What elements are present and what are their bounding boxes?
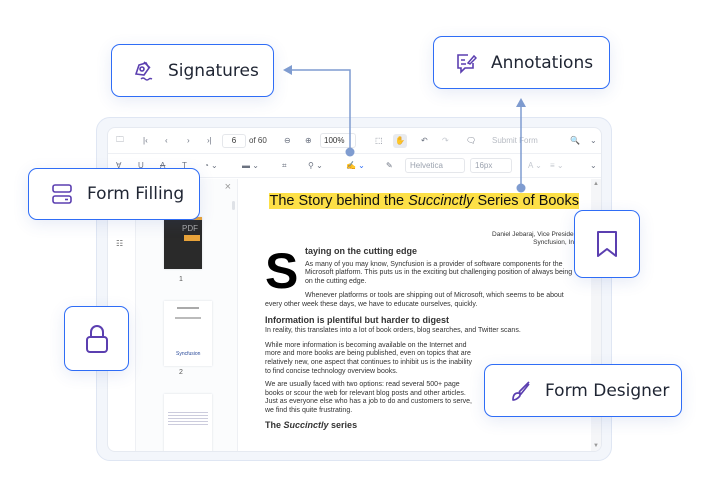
connector-dot [345,147,355,157]
brush-icon [512,380,530,401]
page-total: of 60 [249,136,267,145]
pen-nib-icon [134,60,153,81]
squiggly-icon[interactable]: T [182,161,187,170]
card-label: Form Filling [87,184,185,204]
primary-toolbar: 🗀 |‹ ‹ › ›| 6 of 60 ⊖ ⊕ 100% ⬚ ✋ ↶ ↷ 🗨 S… [108,128,601,154]
form-designer-card[interactable]: Form Designer [484,364,682,417]
heading-2: Information is plentiful but harder to d… [265,314,449,325]
last-page-icon[interactable]: ›| [207,136,212,145]
lock-icon [85,324,108,353]
signature-icon[interactable]: ✍ ⌄ [346,161,365,170]
first-page-icon[interactable]: |‹ [143,136,148,145]
textbox-icon[interactable]: ▬ ⌄ [242,161,259,170]
paragraph: We are usually faced with two options: r… [265,381,473,414]
font-family-select[interactable]: Helvetica [405,158,465,173]
zoom-value: 100% [324,136,345,145]
prev-page-icon[interactable]: ‹ [165,136,168,145]
form-fields-icon [52,184,72,204]
annotations-card[interactable]: Annotations [433,36,610,89]
shapes-icon[interactable]: ◔ ⌄ [204,161,218,170]
thumbnail-label: 1 [179,276,183,283]
submit-form-button[interactable]: Submit Form [492,136,538,145]
document-title: The Story behind the Succinctly Series o… [269,193,579,209]
highlight-icon[interactable]: ∀ [116,161,122,170]
pan-icon[interactable]: ✋ [393,133,407,148]
paragraph: Whenever platforms or tools are shipping… [265,292,564,308]
card-label: Annotations [491,52,594,73]
pdf-badge: PDF [182,224,198,233]
paragraph: In reality, this translates into a lot o… [265,327,521,335]
bookmark-icon [597,231,617,257]
heading-3: The Succinctly series [265,419,358,430]
font-size-select[interactable]: 16px [470,158,512,173]
thumb-scrollbar[interactable] [232,201,235,210]
align-icon[interactable]: ≡ ⌄ [550,161,564,170]
next-page-icon[interactable]: › [187,136,190,145]
undo-icon[interactable]: ↶ [421,136,428,145]
card-label: Form Designer [545,380,670,401]
ink-icon[interactable]: ✎ [386,161,393,170]
thumbnail-page-3[interactable] [164,394,212,451]
more-chevron-icon[interactable]: ⌄ [590,136,597,145]
redo-icon[interactable]: ↷ [442,136,449,145]
zoom-out-icon[interactable]: ⊖ [284,136,291,145]
paragraph: While more information is becoming avail… [265,341,473,375]
font-color-icon[interactable]: A ⌄ [528,161,542,170]
open-file-icon[interactable]: 🗀 [116,134,124,144]
syncfusion-logo: Syncfusion [176,351,201,357]
drop-cap: S [265,243,299,299]
thumbnail-label: 2 [179,369,183,376]
paragraph: As many of you may know, Syncfusion is a… [305,260,573,285]
author: Daniel Jebaraj, Vice President [492,231,579,238]
search-icon[interactable]: 🔍 [570,136,580,145]
zoom-select[interactable]: 100% [320,133,356,148]
connector-dot [516,183,526,193]
annotation-note-icon [457,53,477,74]
thumbnail-page-2[interactable]: Syncfusion [164,301,212,366]
page-number-input[interactable]: 6 [222,133,246,148]
security-card[interactable] [64,306,129,371]
card-label: Signatures [168,60,259,81]
strikethrough-icon[interactable]: A [160,161,166,170]
underline-icon[interactable]: U [138,161,144,170]
company: Syncfusion, Inc. [533,238,579,246]
more-chevron-icon-2[interactable]: ⌄ [590,161,597,170]
arrowhead [283,65,292,75]
heading-1: taying on the cutting edge [305,246,417,256]
zoom-in-icon[interactable]: ⊕ [305,136,312,145]
comment-icon[interactable]: 🗨 [466,136,477,145]
close-icon[interactable]: × [224,181,231,193]
signature-connector [290,69,351,152]
side-strip: ☷ [108,179,136,451]
annotation-toolbar: ∀ U A T ◔ ⌄ ▬ ⌄ ⌗ ⚲ ⌄ ✍ ⌄ ✎ Helvetica 16… [108,154,601,178]
stamp-icon[interactable]: ⚲ ⌄ [308,161,323,170]
bookmarks-card[interactable] [574,210,640,278]
calibrate-icon[interactable]: ⌗ [282,160,287,170]
text-select-icon[interactable]: ⬚ [375,136,383,145]
arrowhead [516,98,526,107]
form-filling-card[interactable]: Form Filling [28,168,200,220]
thumbnail-toggle-icon[interactable]: ☷ [116,239,124,248]
signatures-card[interactable]: Signatures [111,44,274,97]
vertical-scrollbar[interactable]: ▲ ▼ [591,179,601,451]
document-page: The Story behind the Succinctly Series o… [239,179,591,451]
thumbnail-panel: × PDF 1 Syncfusion 2 [136,179,238,451]
